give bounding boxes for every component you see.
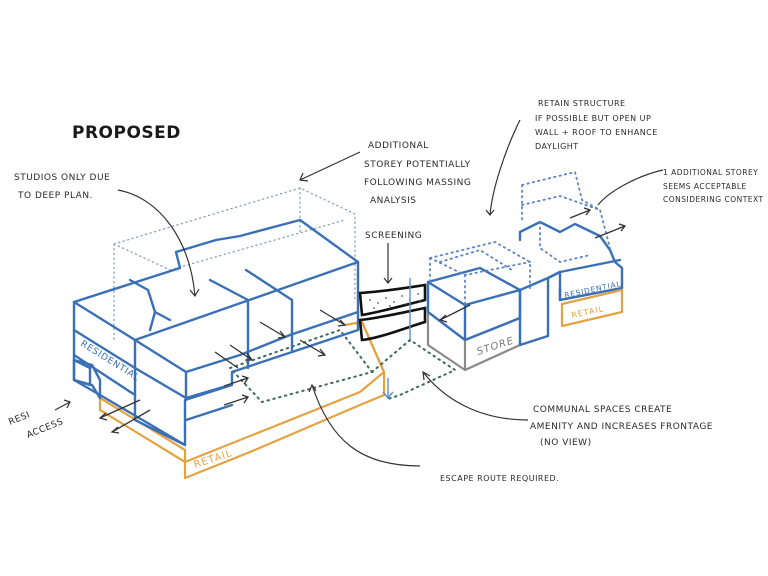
residential-mass-right	[426, 266, 522, 342]
annotation-additional-storey: ADDITIONAL STOREY POTENTIALLY FOLLOWING …	[364, 141, 471, 206]
svg-text:RETAIN STRUCTURE: RETAIN STRUCTURE	[538, 99, 626, 108]
label-store: STORE	[476, 335, 516, 357]
annotation-resi-access: RESI ACCESS	[7, 410, 65, 441]
additional-storey-outline	[113, 187, 356, 341]
annotation-communal-spaces: COMMUNAL SPACES CREATE AMENITY AND INCRE…	[530, 405, 713, 448]
svg-text:AMENITY AND INCREASES FRONTAGE: AMENITY AND INCREASES FRONTAGE	[530, 422, 713, 432]
annotation-retain-structure: RETAIN STRUCTURE IF POSSIBLE BUT OPEN UP…	[535, 99, 658, 151]
svg-text:TO DEEP PLAN.: TO DEEP PLAN.	[17, 191, 93, 201]
additional-storey-right	[521, 170, 611, 263]
svg-text:WALL + ROOF TO ENHANCE: WALL + ROOF TO ENHANCE	[535, 128, 658, 137]
left-building-block	[72, 187, 386, 480]
communal-space-middle	[371, 338, 458, 401]
svg-text:STUDIOS ONLY DUE: STUDIOS ONLY DUE	[14, 173, 110, 183]
svg-text:ACCESS: ACCESS	[25, 417, 65, 441]
annotation-studios: STUDIOS ONLY DUE TO DEEP PLAN.	[14, 173, 110, 201]
svg-text:SEEMS ACCEPTABLE: SEEMS ACCEPTABLE	[663, 182, 747, 191]
right-building-block	[426, 170, 627, 372]
annotation-one-additional-storey: 1 ADDITIONAL STOREY SEEMS ACCEPTABLE CON…	[663, 168, 764, 204]
svg-text:ADDITIONAL: ADDITIONAL	[368, 141, 429, 151]
outlook-arrows-right	[438, 207, 627, 323]
page-title: PROPOSED	[72, 123, 181, 143]
residential-mass-left	[72, 218, 360, 447]
outlook-arrows-left	[98, 309, 347, 434]
svg-text:(NO VIEW): (NO VIEW)	[540, 438, 592, 448]
escape-arrow	[382, 378, 394, 400]
annotation-screening: SCREENING	[365, 231, 422, 241]
svg-text:RESI: RESI	[7, 410, 31, 428]
svg-text:ANALYSIS: ANALYSIS	[370, 196, 416, 206]
annotation-escape-route: ESCAPE ROUTE REQUIRED.	[440, 474, 559, 483]
resi-access-box	[72, 358, 102, 400]
svg-text:STOREY POTENTIALLY: STOREY POTENTIALLY	[364, 160, 471, 170]
svg-text:IF POSSIBLE BUT OPEN UP: IF POSSIBLE BUT OPEN UP	[535, 114, 651, 123]
screening-element	[358, 278, 427, 342]
retail-box-right	[560, 288, 624, 328]
retail-base-left	[91, 321, 386, 480]
svg-text:FOLLOWING MASSING: FOLLOWING MASSING	[364, 178, 471, 188]
label-residential-left: RESIDENTIAL	[78, 339, 141, 383]
svg-text:DAYLIGHT: DAYLIGHT	[535, 142, 579, 151]
retained-structure-outline	[429, 241, 531, 306]
svg-text:CONSIDERING CONTEXT: CONSIDERING CONTEXT	[663, 195, 764, 204]
annotation-leaders	[54, 119, 664, 467]
svg-text:COMMUNAL SPACES CREATE: COMMUNAL SPACES CREATE	[533, 405, 672, 415]
svg-text:1 ADDITIONAL STOREY: 1 ADDITIONAL STOREY	[663, 168, 758, 177]
